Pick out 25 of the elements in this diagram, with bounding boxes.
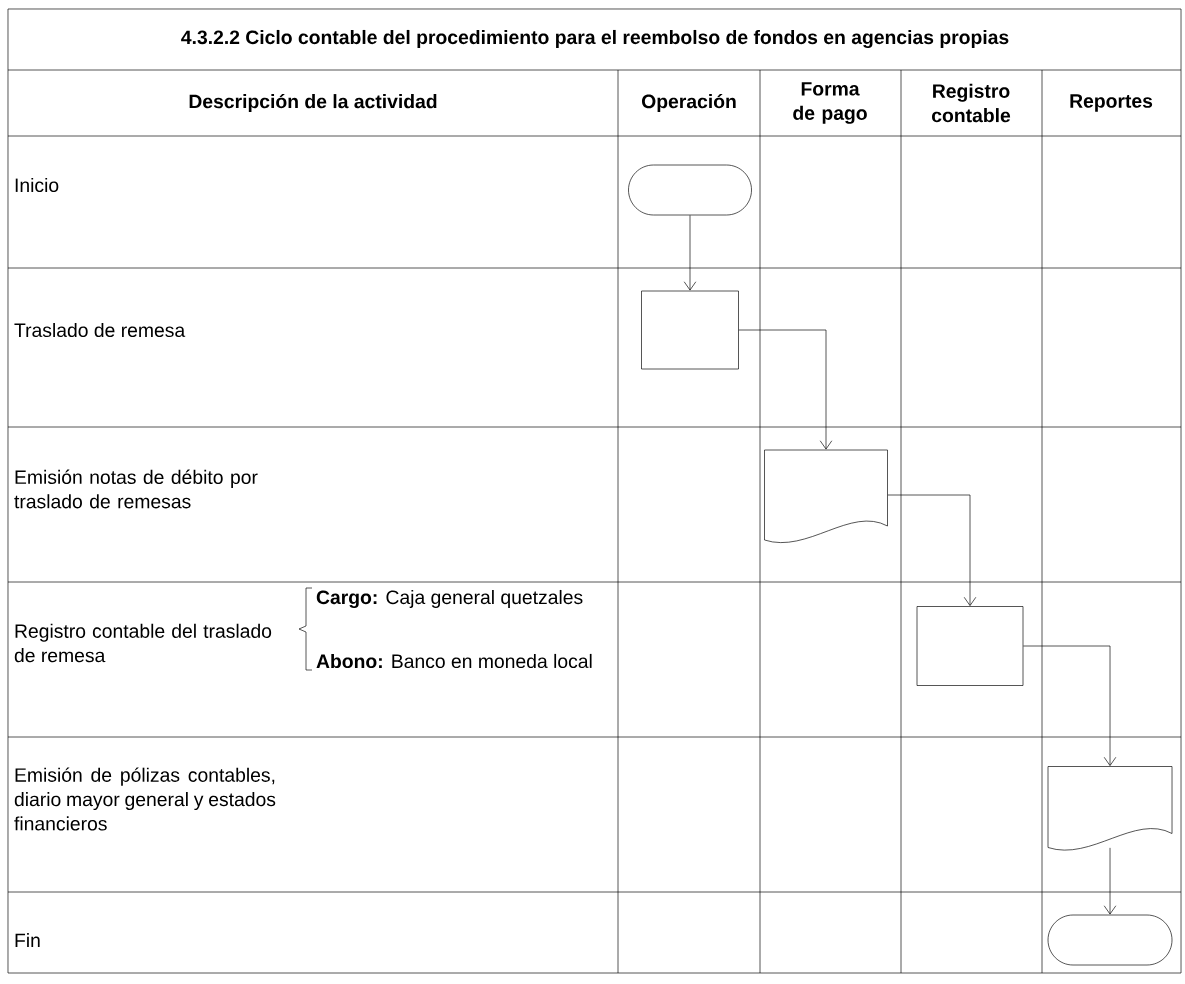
arrow (1023, 645, 1117, 766)
document-shape (1047, 766, 1173, 851)
account-entry: Cargo: Caja general quetzales (316, 589, 583, 609)
document-shape (764, 449, 888, 543)
column-header: Operación (642, 93, 736, 113)
row-description: Inicio (15, 177, 59, 193)
column-header: Forma de pago (793, 82, 867, 124)
process-box (641, 290, 739, 370)
account-entry: Abono: Banco en moneda local (316, 653, 592, 669)
process-box (916, 606, 1024, 686)
row-description: Emisión notas de débito por traslado de remesas (14, 469, 258, 509)
arrow (887, 494, 977, 606)
column-header: Descripción de la actividad (189, 93, 437, 113)
terminal-shape (1047, 914, 1173, 966)
row-description: Emisión de pólizas contables, diario mayor general y estados financieros (14, 767, 276, 831)
column-header: Reportes (1070, 94, 1153, 112)
row-description: Registro contable del traslado de remesa (14, 623, 272, 663)
column-header: Registro contable (932, 83, 1011, 123)
arrow (1103, 847, 1117, 915)
terminal-shape (628, 164, 752, 216)
arrow (738, 329, 833, 450)
row-description: Traslado de remesa (14, 322, 186, 338)
table-title: 4.3.2.2 Ciclo contable del procedimiento para el reembolso de fondos en agencias propias (181, 29, 1009, 49)
row-description: Fin (15, 933, 40, 947)
arrow (683, 215, 697, 291)
